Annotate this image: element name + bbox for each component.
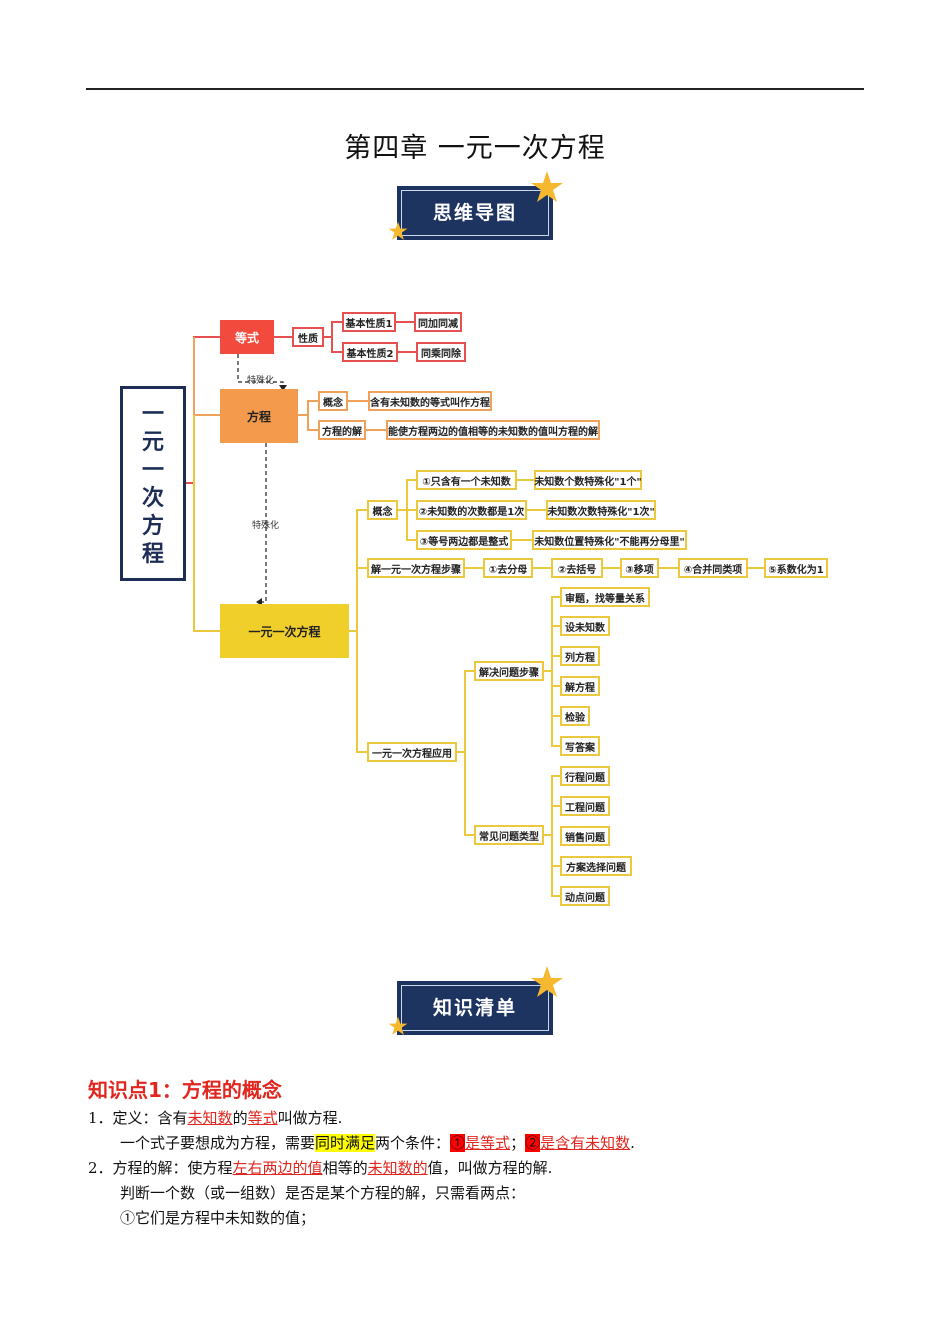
node-c1-result: 未知数个数特殊化"1个" — [534, 470, 642, 490]
node-prop2-result: 同乘同除 — [416, 342, 466, 362]
star-icon — [531, 966, 563, 997]
node-fangcheng: 方程 — [220, 389, 298, 443]
checklist-banner-label: 知识清单 — [401, 985, 549, 1031]
node-solve-item: 检验 — [560, 706, 590, 726]
node-solve-item: 设未知数 — [560, 616, 610, 636]
node-type-item: 方案选择问题 — [560, 856, 632, 876]
node-s2: ②去括号 — [551, 558, 603, 578]
node-steps: 解一元一次方程步骤 — [367, 558, 465, 578]
node-solve-item: 写答案 — [560, 736, 600, 756]
line-point1: ①它们是方程中未知数的值； — [120, 1209, 316, 1227]
star-icon — [388, 221, 408, 240]
line-solution: 2．方程的解：使方程左右两边的值相等的未知数的值，叫做方程的解. — [88, 1159, 553, 1177]
mindmap-banner-label: 思维导图 — [401, 190, 549, 236]
node-types: 常见问题类型 — [474, 825, 544, 845]
node-xingzhi: 性质 — [292, 327, 324, 347]
line-judge: 判断一个数（或一组数）是否是某个方程的解，只需看两点： — [120, 1184, 526, 1202]
node-s1: ①去分母 — [483, 558, 533, 578]
node-type-item: 行程问题 — [560, 766, 610, 786]
node-c3: ③等号两边都是整式 — [416, 530, 512, 550]
node-c3-result: 未知数位置特殊化"不能再分母里" — [532, 530, 687, 550]
node-type-item: 动点问题 — [560, 886, 610, 906]
node-jie: 方程的解 — [318, 420, 366, 440]
node-solve-item: 列方程 — [560, 646, 600, 666]
node-type-item: 工程问题 — [560, 796, 610, 816]
node-gainian: 概念 — [318, 391, 348, 411]
section-title: 知识点1：方程的概念 — [88, 1078, 282, 1102]
special-label-2: 特殊化 — [252, 521, 280, 531]
node-jie-def: 能使方程两边的值相等的未知数的值叫方程的解 — [386, 420, 600, 440]
mindmap-root: 一 元 一 次 方 程 — [120, 386, 186, 581]
node-c1: ①只含有一个未知数 — [416, 470, 517, 490]
mindmap-banner: 思维导图 — [397, 186, 559, 246]
node-yiyuan: 一元一次方程 — [220, 604, 349, 658]
chapter-title: 第四章 一元一次方程 — [344, 133, 606, 164]
node-solve-item: 审题，找等量关系 — [560, 587, 650, 607]
node-type-item: 销售问题 — [560, 826, 610, 846]
node-gainian-def: 含有未知数的等式叫作方程 — [368, 391, 492, 411]
node-solve-item: 解方程 — [560, 676, 600, 696]
node-prop2: 基本性质2 — [342, 342, 398, 362]
node-s3: ③移项 — [620, 558, 659, 578]
node-s5: ⑤系数化为1 — [764, 558, 828, 578]
header-rule — [86, 88, 864, 90]
node-concept: 概念 — [367, 500, 398, 520]
checklist-banner: 知识清单 — [397, 981, 559, 1041]
line-conditions: 一个式子要想成为方程，需要同时满足两个条件：①是等式；②是含有未知数. — [120, 1134, 635, 1152]
node-s4: ④合并同类项 — [678, 558, 748, 578]
node-app: 一元一次方程应用 — [367, 742, 457, 762]
node-dengshi: 等式 — [220, 320, 274, 354]
node-c2: ②未知数的次数都是1次 — [416, 500, 527, 520]
node-c2-result: 未知数次数特殊化"1次" — [546, 500, 656, 520]
node-prop1: 基本性质1 — [342, 312, 396, 332]
star-icon — [531, 171, 563, 202]
node-prop1-result: 同加同减 — [414, 312, 462, 332]
star-icon — [388, 1016, 408, 1035]
node-solve: 解决问题步骤 — [474, 661, 544, 681]
line-definition: 1．定义：含有未知数的等式叫做方程. — [88, 1109, 343, 1127]
special-label-1: 特殊化 — [247, 376, 275, 386]
